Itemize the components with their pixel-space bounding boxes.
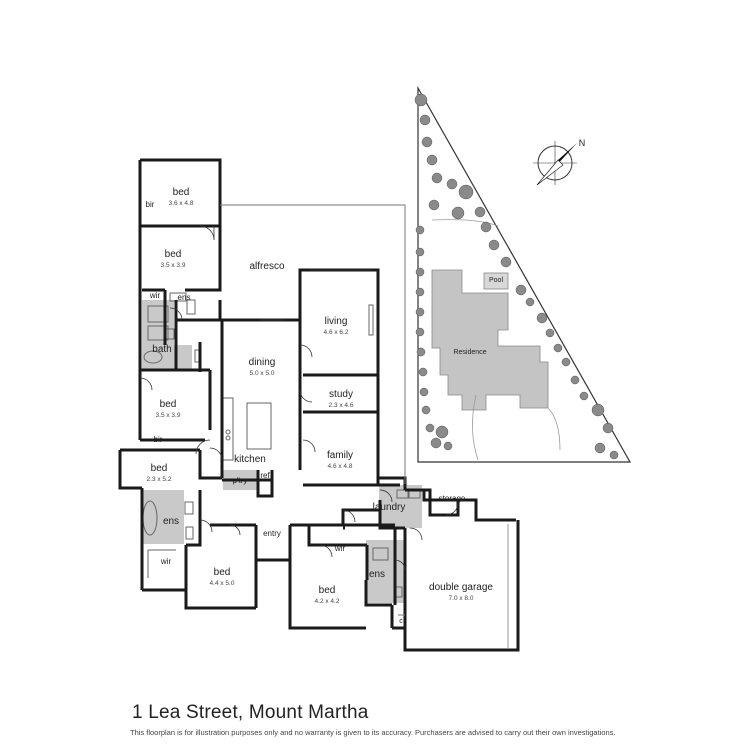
room-size: 5.0 x 5.0 bbox=[249, 370, 275, 377]
room-alfresco: alfresco bbox=[249, 261, 285, 272]
room-storage: storage bbox=[438, 494, 466, 503]
room-size: 2.3 x 5.2 bbox=[146, 476, 172, 483]
compass-icon bbox=[533, 141, 577, 186]
room-name: living bbox=[324, 316, 348, 327]
room-bir-2: bir bbox=[153, 435, 163, 444]
site-plan bbox=[417, 85, 632, 463]
room-bed-5: bed 4.4 x 5.0 bbox=[210, 567, 235, 588]
room-living: living 4.6 x 6.2 bbox=[324, 316, 349, 337]
doors bbox=[139, 225, 459, 571]
room-entry: entry bbox=[263, 529, 281, 538]
room-wir-2: wir bbox=[160, 557, 172, 566]
room-laundry: laundry bbox=[372, 502, 406, 513]
trees bbox=[414, 93, 619, 460]
room-name: bed bbox=[318, 585, 336, 596]
room-study: study 2.3 x 4.6 bbox=[329, 389, 354, 410]
room-dining: dining 5.0 x 5.0 bbox=[249, 357, 276, 378]
room-ens-3: ens bbox=[368, 569, 386, 580]
compass-north-label: N bbox=[578, 138, 586, 148]
fixtures bbox=[142, 292, 421, 598]
room-ref: ref bbox=[260, 471, 270, 480]
room-size: 4.6 x 6.2 bbox=[323, 329, 349, 336]
disclaimer-text: This floorplan is for illustration purpo… bbox=[130, 728, 616, 737]
outlines bbox=[220, 204, 509, 648]
room-name: dining bbox=[248, 357, 276, 368]
room-name: bed bbox=[164, 249, 182, 260]
room-bir-1: bir bbox=[145, 200, 155, 209]
room-pantry: p'try bbox=[232, 476, 248, 485]
room-ens-2: ens bbox=[162, 516, 180, 527]
room-double-garage: double garage 7.0 x 8.0 bbox=[429, 582, 493, 603]
room-cupboard: c bbox=[399, 618, 403, 625]
room-bath: bath bbox=[152, 344, 172, 355]
room-bed-6: bed 4.2 x 4.2 bbox=[315, 585, 340, 606]
room-name: bed bbox=[159, 399, 177, 410]
room-name: double garage bbox=[429, 582, 493, 593]
room-size: 3.6 x 4.8 bbox=[168, 200, 194, 207]
walls bbox=[118, 158, 520, 652]
room-size: 2.3 x 4.6 bbox=[328, 402, 354, 409]
room-bed-2: bed 3.5 x 3.9 bbox=[161, 249, 186, 270]
property-title: 1 Lea Street, Mount Martha bbox=[132, 702, 369, 723]
wet-areas bbox=[141, 300, 422, 603]
room-size: 3.5 x 3.9 bbox=[160, 262, 186, 269]
room-kitchen: kitchen bbox=[234, 454, 266, 465]
room-ens-1: ens bbox=[177, 293, 191, 302]
room-name: bed bbox=[213, 567, 231, 578]
room-size: 4.2 x 4.2 bbox=[314, 598, 340, 605]
room-bed-1: bed 3.6 x 4.8 bbox=[169, 187, 194, 208]
room-family: family 4.6 x 4.8 bbox=[327, 450, 353, 471]
room-wir-3: wir bbox=[334, 544, 346, 553]
site-pool-label: Pool bbox=[488, 277, 504, 284]
site-residence-label: Residence bbox=[453, 349, 487, 356]
bathtub-icon bbox=[143, 350, 163, 364]
room-size: 7.0 x 8.0 bbox=[448, 595, 474, 602]
room-name: bed bbox=[150, 463, 168, 474]
room-name: bed bbox=[172, 187, 190, 198]
room-size: 4.6 x 4.8 bbox=[327, 463, 353, 470]
room-bed-4: bed 2.3 x 5.2 bbox=[147, 463, 172, 484]
room-name: study bbox=[329, 389, 353, 400]
room-name: family bbox=[326, 450, 354, 461]
room-wir-1: wir bbox=[149, 291, 161, 300]
room-bed-3: bed 3.5 x 3.9 bbox=[156, 399, 181, 420]
room-size: 4.4 x 5.0 bbox=[209, 580, 235, 587]
room-size: 3.5 x 3.9 bbox=[155, 412, 181, 419]
